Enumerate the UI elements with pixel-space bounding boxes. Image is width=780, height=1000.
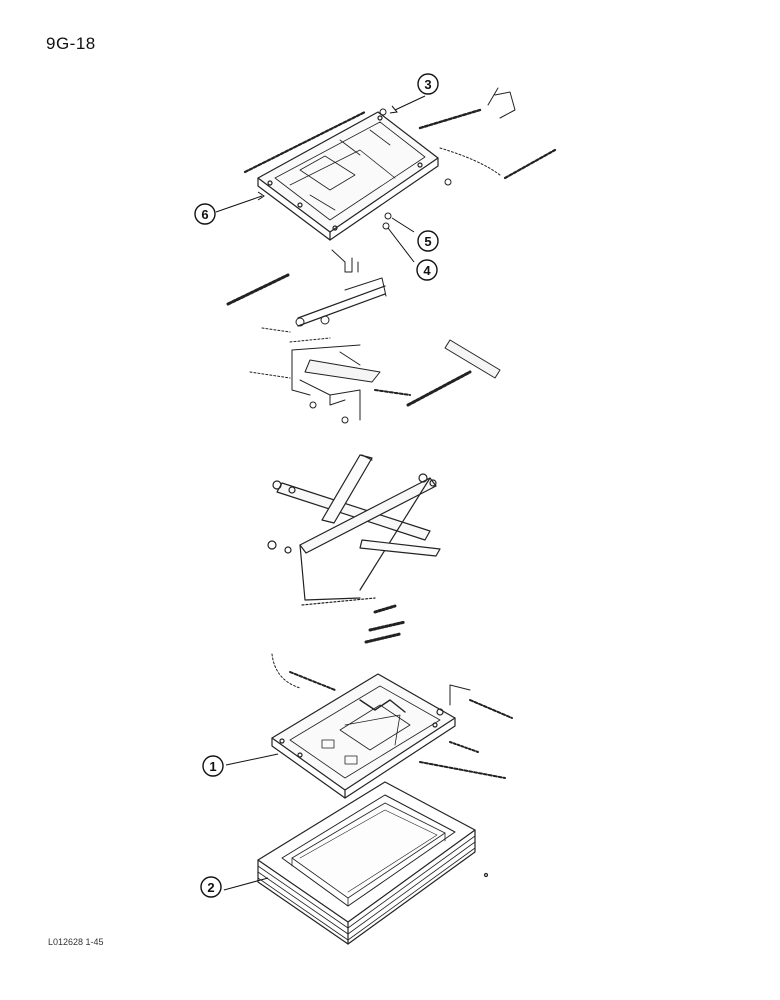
leader-2 [223, 877, 269, 891]
svg-text:1: 1 [209, 759, 216, 774]
svg-text:6: 6 [201, 207, 208, 222]
svg-text:3: 3 [424, 77, 431, 92]
spring-link-assembly [226, 273, 501, 424]
callout-4: 4 [416, 259, 438, 281]
callout-1: 1 [202, 755, 224, 777]
base-plate [271, 673, 456, 799]
leader-3 [394, 95, 426, 111]
figure-code: L012628 1-45 [48, 937, 104, 947]
callout-3: 3 [417, 73, 439, 95]
seat-top-springs [243, 87, 557, 180]
leader-1 [225, 753, 279, 766]
seat-top-plate [257, 111, 439, 241]
base-hardware [271, 653, 513, 779]
callout-6: 6 [194, 203, 216, 225]
center-springs [364, 604, 407, 644]
svg-text:2: 2 [207, 880, 214, 895]
leader-5 [391, 217, 415, 233]
leader-4 [387, 227, 415, 263]
page-number: 9G-18 [46, 34, 96, 53]
leader-6 [215, 195, 263, 213]
callout-5: 5 [417, 230, 439, 252]
seat-top-hardware [331, 178, 452, 273]
callout-2: 2 [200, 876, 222, 898]
seat-tray [257, 781, 489, 945]
svg-text:5: 5 [424, 234, 431, 249]
svg-text:4: 4 [423, 263, 431, 278]
scissor-frame [267, 454, 441, 606]
